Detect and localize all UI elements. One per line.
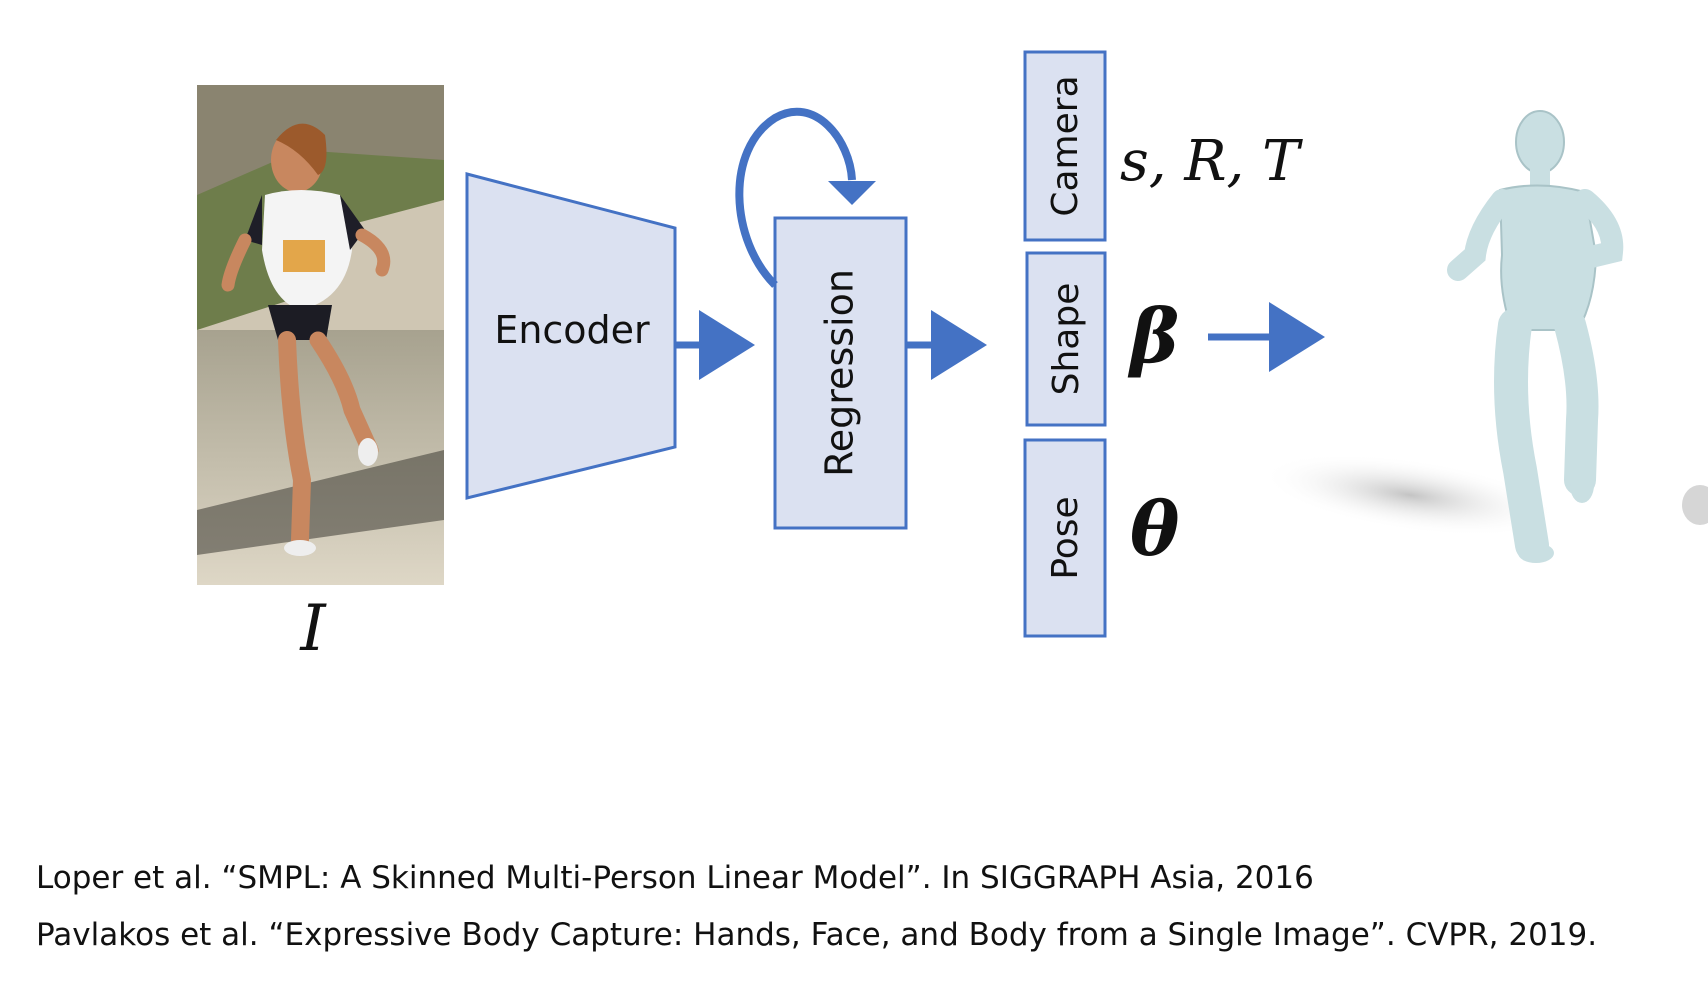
regression-block	[773, 216, 908, 530]
regression-label: Regression	[818, 269, 862, 477]
camera-block	[1023, 50, 1107, 242]
iterative-loop-arrow	[735, 107, 856, 288]
pose-label: Pose	[1045, 496, 1086, 579]
camera-label: Camera	[1045, 75, 1086, 216]
references: Loper et al. “SMPL: A Skinned Multi-Pers…	[36, 850, 1597, 964]
shape-block	[1025, 251, 1107, 427]
shape-beta-symbol: β	[1127, 294, 1179, 380]
input-symbol: I	[299, 592, 327, 666]
camera-params-symbol: s, R, T	[1120, 129, 1303, 194]
pose-theta-symbol: θ	[1130, 487, 1180, 573]
loop-arrowhead	[828, 181, 876, 205]
encoder-block	[465, 172, 677, 500]
pose-block	[1023, 438, 1107, 638]
input-image	[197, 85, 444, 585]
reference-smplx: Pavlakos et al. “Expressive Body Capture…	[36, 917, 1598, 953]
body-mesh	[1261, 110, 1708, 563]
shape-label: Shape	[1046, 283, 1087, 396]
encoder-label: Encoder	[494, 308, 650, 352]
reference-smpl: Loper et al. “SMPL: A Skinned Multi-Pers…	[36, 860, 1314, 896]
